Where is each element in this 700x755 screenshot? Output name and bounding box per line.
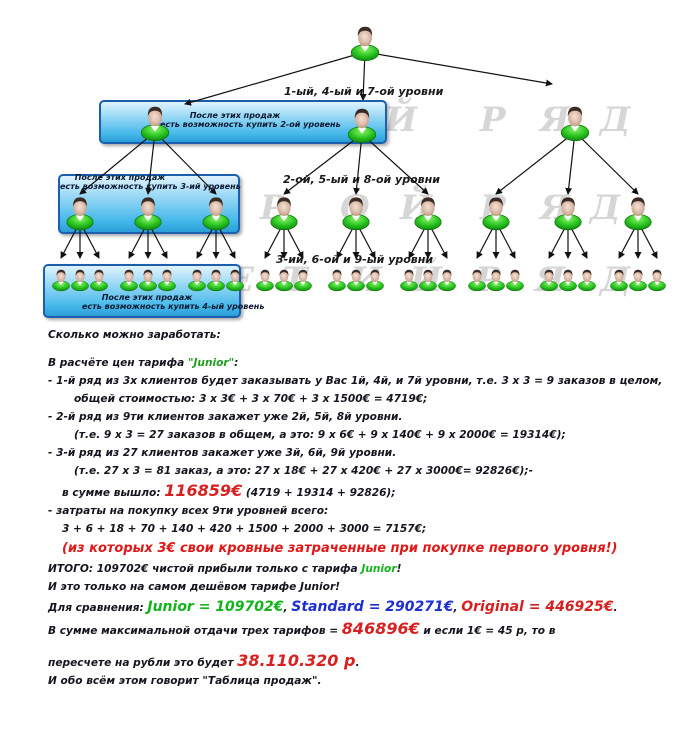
text-row3-cost: (т.е. 27 х 3 = 81 заказ, а это: 27 х 18€… bbox=[74, 465, 533, 477]
text-total: ИТОГО: 109702€ чистой прибыли только с т… bbox=[48, 563, 402, 575]
text-expenses: - затраты на покупку всех 9ти уровней вс… bbox=[48, 505, 329, 517]
client-avatar-icon bbox=[624, 196, 652, 231]
tree-arrow bbox=[565, 131, 576, 195]
client-avatar-icon bbox=[255, 269, 275, 292]
client-avatar-icon bbox=[293, 269, 313, 292]
text-tariff-line: В расчёте цен тарифа "Junior": bbox=[48, 357, 239, 369]
client-avatar-icon bbox=[482, 196, 510, 231]
client-avatar-icon bbox=[399, 269, 419, 292]
client-avatar-icon bbox=[90, 269, 108, 292]
client-avatar-icon bbox=[66, 196, 94, 231]
client-avatar-icon bbox=[270, 196, 298, 231]
watermark-letter: Й bbox=[385, 100, 420, 140]
client-avatar-icon bbox=[71, 269, 89, 292]
tree-arrow bbox=[145, 131, 156, 195]
tree-arrow bbox=[283, 133, 363, 195]
client-avatar-icon bbox=[628, 269, 648, 292]
level-label-2: 2-ой, 5-ый и 8-ой уровни bbox=[283, 173, 440, 186]
text-row1-cost: общей стоимостью: 3 х 3€ + 3 х 70€ + 3 х… bbox=[74, 393, 428, 405]
text-expenses-formula: 3 + 6 + 18 + 70 + 140 + 420 + 1500 + 200… bbox=[62, 523, 427, 535]
client-avatar-icon bbox=[327, 269, 347, 292]
client-avatar-icon bbox=[120, 269, 138, 292]
tariff-junior-2: Junior bbox=[361, 563, 397, 575]
tree-arrow bbox=[154, 131, 217, 195]
client-avatar-icon bbox=[274, 269, 294, 292]
client-avatar-icon bbox=[365, 269, 385, 292]
text-sum: в сумме вышло: 116859€ (4719 + 19314 + 9… bbox=[62, 481, 396, 500]
level-label-3: 3-ий, 6-ой и 9-ый уровни bbox=[276, 253, 434, 266]
client-avatar-icon bbox=[347, 108, 377, 144]
tree-arrow bbox=[361, 133, 429, 195]
client-avatar-icon bbox=[158, 269, 176, 292]
client-avatar-icon bbox=[486, 269, 506, 292]
text-row3: - 3-й ряд из 27 клиентов закажет уже 3й,… bbox=[48, 447, 397, 459]
client-avatar-icon bbox=[418, 269, 438, 292]
client-avatar-icon bbox=[346, 269, 366, 292]
client-avatar-icon bbox=[647, 269, 667, 292]
watermark-letter: Р bbox=[480, 100, 508, 140]
client-avatar-icon bbox=[139, 269, 157, 292]
client-avatar-icon bbox=[140, 106, 170, 142]
tree-arrow bbox=[79, 131, 156, 195]
client-avatar-icon bbox=[558, 269, 578, 292]
watermark-letter: Д bbox=[600, 100, 633, 140]
client-avatar-icon bbox=[437, 269, 457, 292]
text-footer: И обо всём этом говорит "Таблица продаж"… bbox=[48, 675, 322, 687]
rubles-total: 38.110.320 р bbox=[237, 651, 356, 670]
text-cheapest: И это только на самом дешёвом тарифе Jun… bbox=[48, 581, 341, 593]
text-compare: Для сравнения: Junior = 109702€, Standar… bbox=[48, 599, 618, 615]
client-avatar-icon bbox=[350, 26, 380, 62]
client-avatar-icon bbox=[609, 269, 629, 292]
client-avatar-icon bbox=[207, 269, 225, 292]
text-row2-cost: (т.е. 9 х 3 = 27 заказов в общем, а это:… bbox=[74, 429, 566, 441]
referral-tree-nodes bbox=[52, 26, 667, 292]
text-max-sum: В сумме максимальной отдачи трех тарифов… bbox=[48, 619, 556, 638]
tariff-junior: "Junior" bbox=[187, 357, 235, 369]
client-avatar-icon bbox=[560, 106, 590, 142]
client-avatar-icon bbox=[188, 269, 206, 292]
client-avatar-icon bbox=[342, 196, 370, 231]
client-avatar-icon bbox=[52, 269, 70, 292]
client-avatar-icon bbox=[414, 196, 442, 231]
tree-arrow bbox=[495, 131, 576, 195]
client-avatar-icon bbox=[554, 196, 582, 231]
tree-arrow bbox=[184, 51, 366, 106]
client-avatar-icon bbox=[226, 269, 244, 292]
watermark-letter: Д bbox=[600, 260, 632, 300]
client-avatar-icon bbox=[577, 269, 597, 292]
tree-arrow bbox=[353, 133, 363, 195]
client-avatar-icon bbox=[134, 196, 162, 231]
compare-original: Original = 446925€ bbox=[461, 599, 614, 615]
client-avatar-icon bbox=[467, 269, 487, 292]
max-sum: 846896€ bbox=[341, 619, 420, 638]
earnings-explanation: Сколько можно заработать: В расчёте цен … bbox=[48, 326, 688, 690]
compare-junior: Junior = 109702€ bbox=[147, 599, 284, 615]
text-rubles: пересчете на рубли это будет 38.110.320 … bbox=[48, 651, 360, 670]
sum-total: 116859€ bbox=[164, 481, 243, 500]
text-row2: - 2-й ряд из 9ти клиентов закажет уже 2й… bbox=[48, 411, 403, 423]
watermark-letter: Д bbox=[590, 188, 623, 228]
tree-arrow bbox=[364, 51, 553, 87]
text-own-costs: (из которых 3€ свои кровные затраченные … bbox=[62, 541, 618, 556]
text-heading: Сколько можно заработать: bbox=[48, 329, 221, 341]
client-avatar-icon bbox=[202, 196, 230, 231]
client-avatar-icon bbox=[539, 269, 559, 292]
tree-arrow bbox=[574, 131, 639, 195]
compare-standard: Standard = 290271€ bbox=[291, 599, 454, 615]
text-row1: - 1-й ряд из 3х клиентов будет заказыват… bbox=[48, 375, 663, 387]
client-avatar-icon bbox=[505, 269, 525, 292]
